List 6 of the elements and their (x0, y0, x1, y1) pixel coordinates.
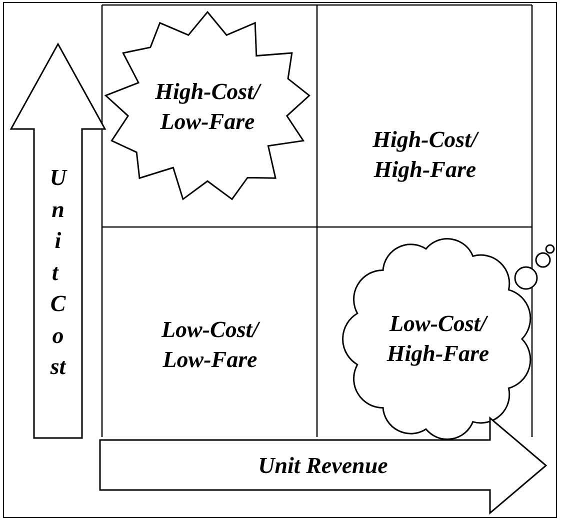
quadrant-label: High-Cost/ Low-Fare (154, 78, 262, 136)
quadrant-label: Low-Cost/ High-Fare (386, 310, 490, 368)
axis-label: Unit Cost (50, 164, 66, 381)
axis-label: Unit Revenue (257, 452, 389, 480)
quadrant-label: Low-Cost/ Low-Fare (160, 316, 262, 374)
quadrant-label: High-Cost/ High-Fare (372, 126, 480, 184)
